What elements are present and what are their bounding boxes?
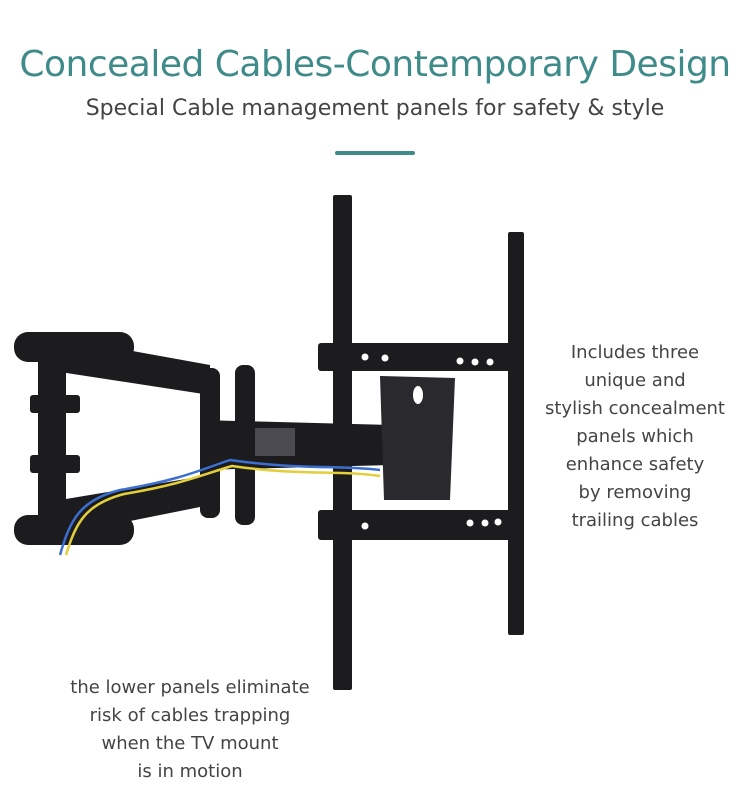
note-line: stylish concealment — [545, 398, 725, 419]
left-vertical-rail — [333, 195, 352, 690]
note-line: risk of cables trapping — [89, 705, 291, 726]
note-line: panels which — [576, 426, 694, 447]
top-horizontal-bar — [318, 343, 514, 371]
page-subtitle: Special Cable management panels for safe… — [85, 96, 665, 121]
concealment-panels-note: Includes three unique and stylish concea… — [535, 339, 735, 535]
note-line: trailing cables — [571, 510, 699, 531]
note-line: unique and — [584, 370, 686, 391]
bottom-horizontal-bar — [318, 510, 514, 540]
right-vertical-rail — [508, 232, 524, 635]
note-line: when the TV mount — [101, 733, 279, 754]
vesa-plate — [380, 376, 455, 500]
lower-panels-note: the lower panels eliminate risk of cable… — [40, 674, 340, 786]
accent-divider — [335, 151, 415, 155]
note-line: the lower panels eliminate — [70, 677, 310, 698]
note-line: is in motion — [137, 761, 243, 782]
lower-arm-link — [60, 475, 210, 535]
page-title: Concealed Cables-Contemporary Design — [19, 44, 731, 85]
note-line: enhance safety — [565, 454, 705, 475]
note-line: by removing — [578, 482, 692, 503]
upper-arm-link — [60, 338, 210, 395]
note-line: Includes three — [570, 342, 700, 363]
